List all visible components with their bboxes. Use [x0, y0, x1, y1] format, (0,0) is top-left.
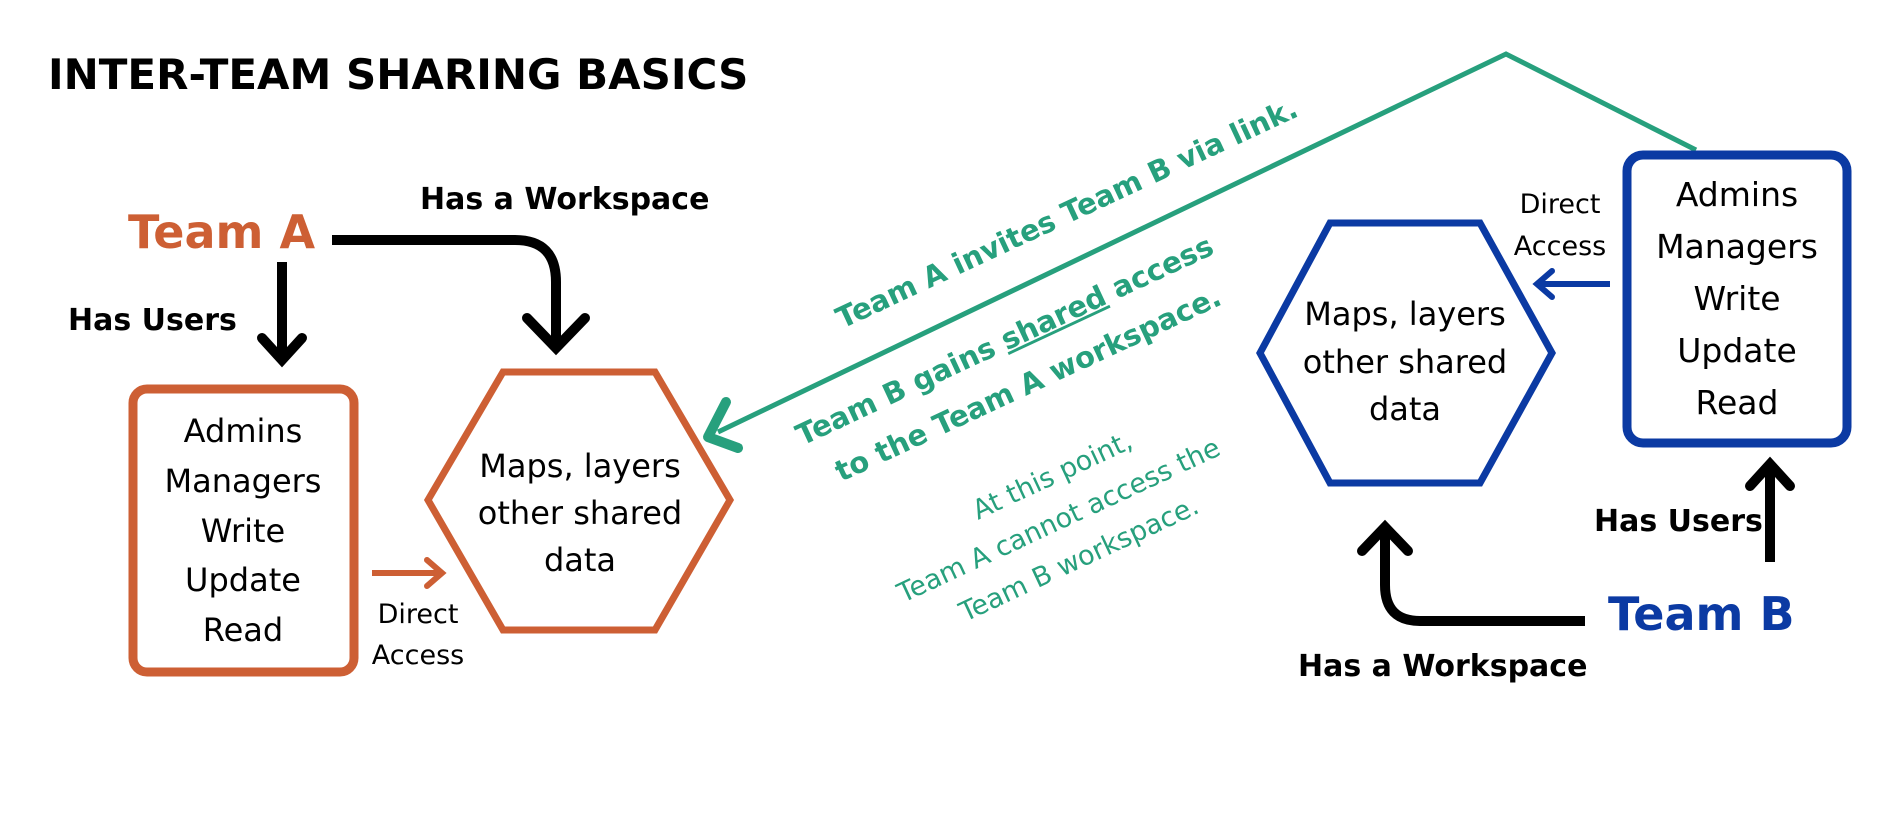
team-a-roles-box [128, 384, 359, 677]
team-b-label: Team B [1608, 587, 1795, 641]
team-a-has-workspace-label: Has a Workspace [420, 182, 709, 217]
invite-link-line [716, 51, 1698, 435]
team-b-role-write: Write [1693, 279, 1780, 318]
team-a-direct-access-arrowhead [424, 557, 447, 589]
team-a-workspace-line1: Maps, layers [479, 447, 681, 485]
team-a-workspace-line2: other shared [478, 494, 682, 532]
team-b-workspace-arrow [1380, 530, 1585, 626]
team-a-role-managers: Managers [165, 462, 322, 500]
team-a-role-admins: Admins [184, 412, 303, 450]
team-a-workspace-line3: data [544, 541, 616, 579]
invite-link-arrowhead [703, 397, 743, 453]
team-b-direct-label: Direct [1520, 189, 1601, 220]
team-b-workspace-hexagon [1256, 219, 1557, 487]
team-a-workspace-arrowhead [522, 313, 590, 356]
team-b-role-update: Update [1677, 331, 1797, 370]
team-b-has-workspace-label: Has a Workspace [1298, 649, 1587, 684]
page-title: INTER-TEAM SHARING BASICS [48, 50, 748, 99]
team-a-has-users-label: Has Users [68, 303, 237, 338]
team-a-role-read: Read [203, 611, 283, 649]
team-a-access-label: Access [372, 640, 464, 671]
team-a-role-update: Update [185, 561, 301, 599]
team-b-users-arrowhead [1745, 456, 1795, 491]
team-a-workspace-arrow [332, 235, 561, 348]
team-b-role-managers: Managers [1656, 227, 1818, 266]
team-a-users-arrowhead [257, 333, 307, 368]
team-b-workspace-line1: Maps, layers [1304, 295, 1506, 333]
team-b-role-read: Read [1696, 383, 1779, 422]
team-a-direct-label: Direct [378, 599, 459, 630]
team-a-workspace-hexagon [423, 368, 735, 634]
team-b-role-admins: Admins [1676, 175, 1798, 214]
team-b-roles-box [1622, 150, 1852, 448]
team-b-direct-access-arrowhead [1532, 268, 1555, 300]
team-b-workspace-arrowhead [1357, 519, 1413, 556]
team-b-workspace-line2: other shared [1303, 343, 1507, 381]
team-a-label: Team A [128, 205, 315, 259]
team-b-workspace-line3: data [1369, 390, 1441, 428]
team-a-role-write: Write [201, 512, 285, 550]
team-b-has-users-label: Has Users [1594, 504, 1763, 539]
team-b-access-label: Access [1514, 231, 1606, 262]
